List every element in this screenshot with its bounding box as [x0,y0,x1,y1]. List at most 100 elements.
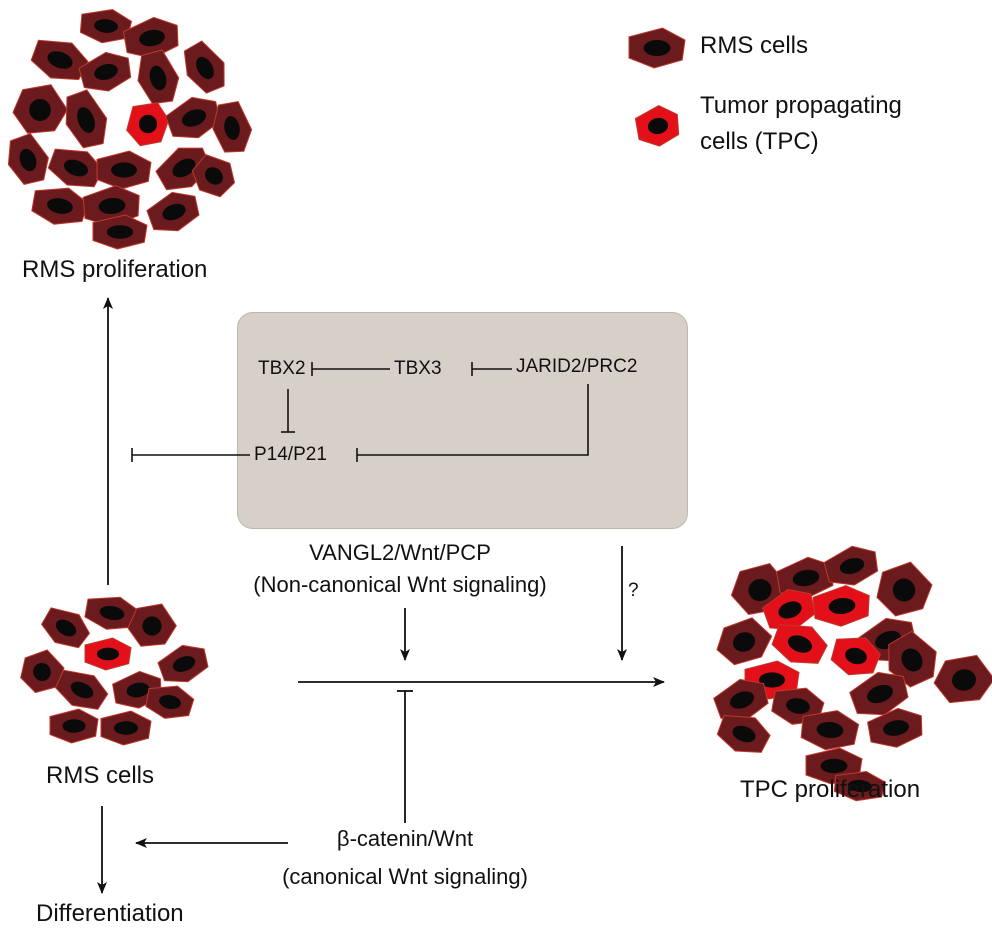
rms-cell [47,148,104,188]
rms-cell [716,617,773,666]
nucleus [883,720,909,736]
noncanonical-subtitle: (Non-canonical Wnt signaling) [253,572,547,597]
rms-cell [7,133,49,185]
nucleus [901,648,923,672]
legend-tpc-label-line1: Tumor propagating [700,92,902,119]
rms-cell [800,710,860,751]
nucleus [107,225,133,239]
question-mark-label: ? [628,580,639,601]
nucleus [828,597,856,615]
nucleus [778,601,802,619]
nucleus [172,656,196,672]
p14-p21-label: P14/P21 [254,444,327,465]
rms-cell [833,770,886,802]
rms-cell [20,649,65,694]
legend-tpc-label-line2: cells (TPC) [700,128,819,155]
nucleus [47,198,73,214]
nucleus [111,162,137,178]
tpc-cell [830,637,881,676]
tbx2-label: TBX2 [258,358,306,379]
legend-rms-label: RMS cells [700,32,809,59]
tpc-cell [634,105,680,147]
rms-cell [54,669,109,710]
nucleus [759,672,785,688]
nucleus [142,616,162,636]
nucleus [33,662,51,682]
rms-cell [775,556,834,599]
nucleus [126,682,150,698]
rms-cell [122,16,179,59]
nucleus [19,148,37,172]
nucleus [63,159,89,177]
rms-cell [65,89,108,149]
noncanonical-title: VANGL2/Wnt/PCP [309,540,491,565]
rms-cell [92,214,148,250]
nucleus [98,197,126,215]
nucleus [732,725,756,743]
nucleus [952,669,976,691]
nucleus [94,64,118,80]
rms-cell [146,191,200,232]
rms-proliferation-label: RMS proliferation [22,256,208,283]
nucleus [172,158,196,178]
rms-cell [628,27,686,69]
nucleus [138,114,158,134]
rms-cell [30,39,89,81]
nucleus [643,40,671,56]
nucleus [729,691,755,709]
nucleus [205,167,223,185]
tpc-proliferation-label: TPC proliferation [740,776,921,803]
nucleus [820,758,848,774]
nucleus [845,647,867,665]
nucleus [29,99,51,121]
nucleus [181,109,207,127]
rms-cell [49,708,99,744]
rms-cells-cluster [20,596,209,746]
rms-cell [933,654,992,704]
rms-cell [137,49,180,105]
rms-cell [41,607,91,649]
rms-cell [713,678,769,721]
rms-cell [127,603,177,647]
rms-cell [191,154,236,198]
nucleus [732,632,756,652]
nucleus [839,557,865,575]
nucleus [892,578,916,602]
tpc-proliferation-cluster [713,545,992,802]
rms-cell [876,561,933,617]
nucleus [55,619,77,637]
nucleus [149,65,167,91]
rms-cell [212,100,253,153]
legend-icons [628,27,686,147]
nucleus [77,107,95,133]
nucleus [97,647,119,661]
rms-cell [12,84,68,134]
nucleus [816,721,844,739]
nucleus [99,605,125,621]
pathway-box [237,312,688,529]
rms-cell [78,51,132,92]
nucleus [647,117,669,135]
rms-cell [100,710,152,746]
nucleus [224,116,240,140]
nucleus [787,635,813,653]
rms-cell [888,630,937,688]
rms-cell [145,685,195,719]
rms-cell [823,545,879,586]
rms-cell [157,644,209,683]
nucleus [786,698,810,714]
differentiation-label: Differentiation [36,900,184,927]
tpc-cell [84,637,132,671]
nucleus [70,681,94,699]
nucleus [196,56,214,80]
nucleus [848,779,872,793]
rms-cells-label: RMS cells [46,762,155,789]
rms-cell [96,150,152,190]
rms-cell [31,187,89,225]
rms-cell [849,671,909,716]
jarid2-inhibits-p14-line [357,384,589,456]
tbx3-label: TBX3 [394,358,442,379]
tpc-cell [812,585,870,627]
